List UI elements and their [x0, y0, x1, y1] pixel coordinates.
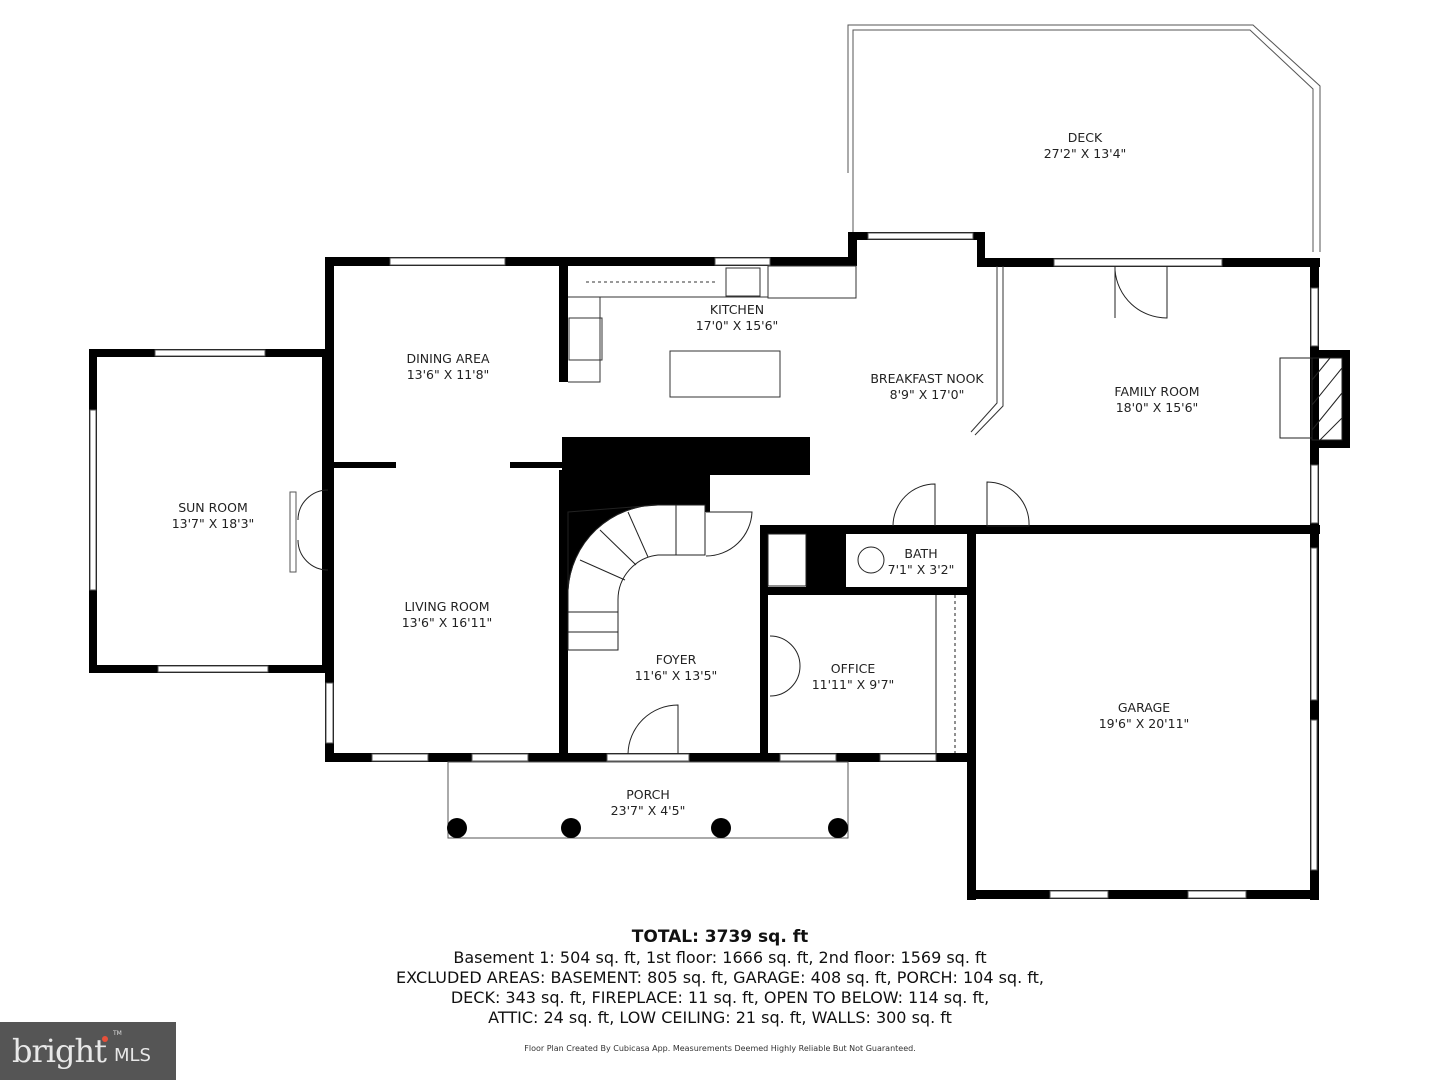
- room-size: 27'2" X 13'4": [1043, 146, 1127, 161]
- kitchen-counters: [568, 265, 857, 398]
- room-size: 13'6" X 11'8": [406, 367, 490, 382]
- room-label-dining: DINING AREA 13'6" X 11'8": [406, 351, 489, 383]
- room-size: 11'6" X 13'5": [634, 668, 718, 683]
- excluded-areas-3: ATTIC: 24 sq. ft, LOW CEILING: 21 sq. ft…: [488, 1008, 952, 1027]
- room-label-family: FAMILY ROOM 18'0" X 15'6": [1114, 384, 1199, 416]
- room-label-porch: PORCH 23'7" X 4'5": [611, 787, 686, 819]
- room-size: 23'7" X 4'5": [610, 803, 686, 818]
- room-name: SUN ROOM: [178, 500, 248, 515]
- room-name: DECK: [1067, 130, 1103, 145]
- logo-mls: MLS: [113, 1044, 151, 1066]
- sunroom-windows: [89, 349, 269, 673]
- floor-areas: Basement 1: 504 sq. ft, 1st floor: 1666 …: [453, 948, 987, 967]
- room-size: 13'6" X 16'11": [401, 615, 493, 630]
- room-size: 7'1" X 3'2": [887, 562, 955, 577]
- logo-accent-dot: [101, 1036, 108, 1042]
- area-summary: TOTAL: 3739 sq. ft Basement 1: 504 sq. f…: [0, 926, 1440, 1028]
- room-size: 17'0" X 15'6": [695, 318, 779, 333]
- excluded-areas-2: DECK: 343 sq. ft, FIREPLACE: 11 sq. ft, …: [450, 988, 990, 1007]
- bath-fixtures: [767, 533, 956, 753]
- room-label-deck: DECK 27'2" X 13'4": [1044, 130, 1127, 162]
- room-name: FOYER: [655, 652, 697, 667]
- room-name: LIVING ROOM: [404, 599, 490, 614]
- deck-railing: [847, 24, 1321, 252]
- room-name: PORCH: [626, 787, 670, 802]
- room-name: BREAKFAST NOOK: [870, 371, 984, 386]
- nook-partition: [970, 266, 1004, 436]
- room-size: 19'6" X 20'11": [1098, 716, 1190, 731]
- excluded-areas-1: EXCLUDED AREAS: BASEMENT: 805 sq. ft, GA…: [396, 968, 1044, 987]
- room-label-breakfast: BREAKFAST NOOK 8'9" X 17'0": [870, 371, 983, 403]
- bright-mls-logo: bright TM MLS: [0, 1022, 176, 1080]
- staircase: [567, 504, 706, 651]
- room-size: 11'11" X 9'7": [811, 677, 895, 692]
- room-name: DINING AREA: [406, 351, 490, 366]
- room-size: 8'9" X 17'0": [889, 387, 965, 402]
- fireplace: [1279, 357, 1343, 441]
- porch: [447, 761, 849, 839]
- room-name: FAMILY ROOM: [1114, 384, 1200, 399]
- logo-trademark: TM: [113, 1030, 122, 1037]
- doors: [297, 266, 1168, 755]
- room-size: 13'7" X 18'3": [171, 516, 255, 531]
- main-windows: [289, 232, 1319, 899]
- room-name: BATH: [904, 546, 938, 561]
- room-label-bath: BATH 7'1" X 3'2": [888, 546, 955, 578]
- logo-brand: bright: [12, 1032, 108, 1070]
- room-label-office: OFFICE 11'11" X 9'7": [812, 661, 895, 693]
- room-name: OFFICE: [830, 661, 876, 676]
- room-label-foyer: FOYER 11'6" X 13'5": [635, 652, 718, 684]
- room-name: GARAGE: [1117, 700, 1171, 715]
- disclaimer: Floor Plan Created By Cubicasa App. Meas…: [524, 1044, 916, 1053]
- main-walls: [325, 232, 1350, 900]
- room-label-garage: GARAGE 19'6" X 20'11": [1099, 700, 1190, 732]
- total-area: TOTAL: 3739 sq. ft: [631, 927, 809, 947]
- room-label-kitchen: KITCHEN 17'0" X 15'6": [696, 302, 779, 334]
- room-size: 18'0" X 15'6": [1115, 400, 1199, 415]
- room-label-sunroom: SUN ROOM 13'7" X 18'3": [172, 500, 255, 532]
- room-name: KITCHEN: [709, 302, 765, 317]
- porch-columns: [447, 818, 848, 838]
- room-label-living: LIVING ROOM 13'6" X 16'11": [402, 599, 493, 631]
